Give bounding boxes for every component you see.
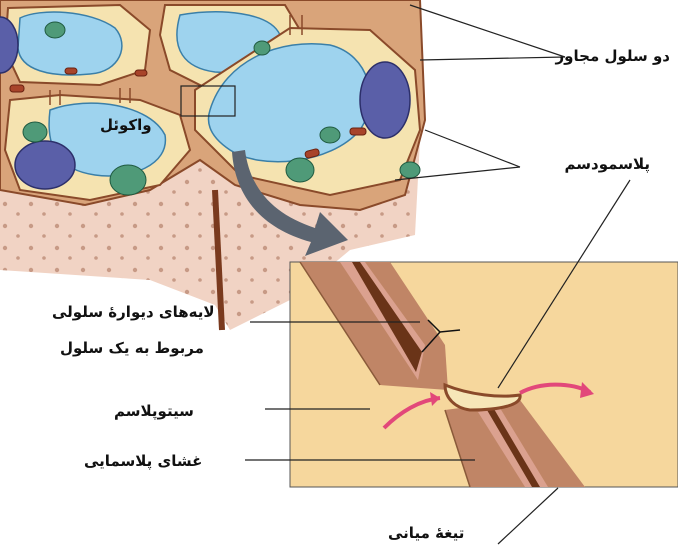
label-plasma-membrane: غشای پلاسمایی bbox=[84, 454, 202, 469]
nucleus-3 bbox=[360, 62, 410, 138]
zoom-inset bbox=[290, 262, 678, 487]
label-vacuole: واکوئل bbox=[100, 118, 152, 133]
nucleus-4 bbox=[15, 141, 75, 189]
label-neighbor-cells: دو سلول مجاور bbox=[556, 49, 670, 64]
label-middle-lamella: تیغهٔ میانی bbox=[388, 526, 464, 541]
label-wall-layers-line2: مربوط به یک سلول bbox=[60, 341, 204, 356]
label-cytoplasm: سیتوپلاسم bbox=[114, 404, 194, 419]
label-wall-layers-line1: لایه‌های دیوارهٔ سلولی bbox=[52, 305, 215, 320]
label-plasmodesma: پلاسمودسم bbox=[565, 157, 650, 172]
